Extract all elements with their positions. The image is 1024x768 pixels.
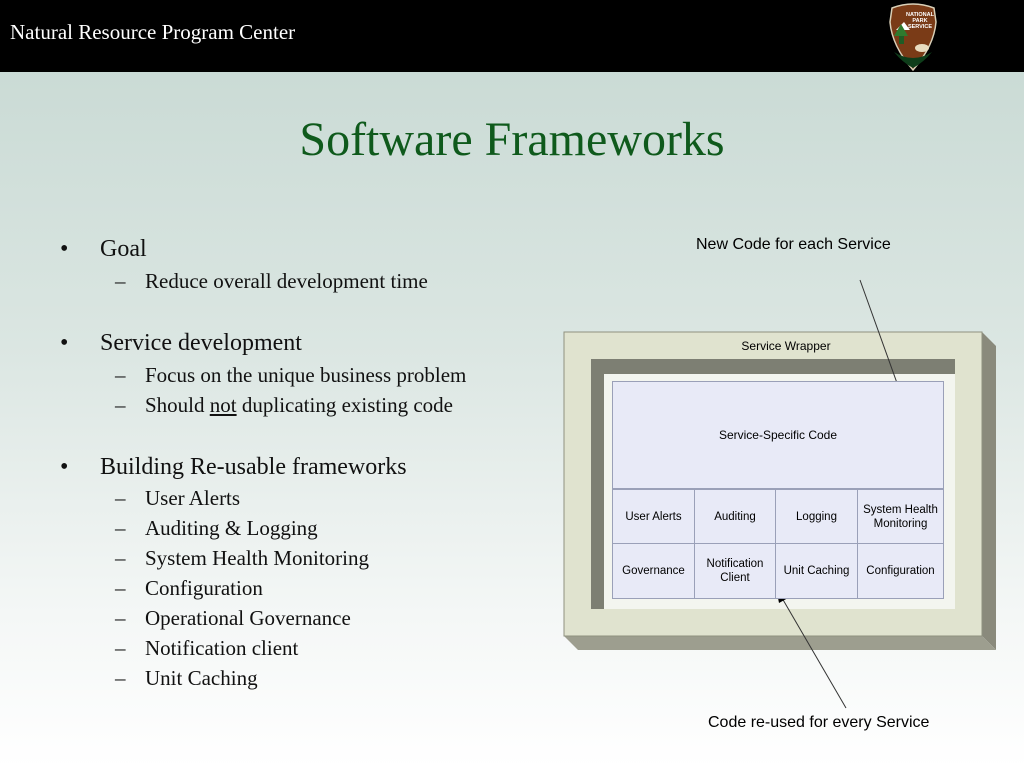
sub-marker: – [115, 516, 126, 540]
sub-marker: – [115, 393, 126, 417]
service-specific-code-box: Service-Specific Code [612, 381, 944, 489]
sub-bullet-text: Configuration [145, 576, 263, 600]
arrow-bottom-line [781, 597, 847, 709]
service-wrapper-label: Service Wrapper [741, 339, 831, 353]
wrapper-right-side [982, 332, 996, 650]
sub-marker: – [115, 636, 126, 660]
sub-bullet-text: Operational Governance [145, 606, 351, 630]
logo-text-line-3: SERVICE [908, 24, 932, 30]
bullet-marker: • [60, 236, 69, 262]
sub-marker: – [115, 486, 126, 510]
sub-bullet-text: Reduce overall development time [145, 269, 428, 293]
bullet-text: Building Re-usable frameworks [100, 454, 407, 480]
sub-marker: – [115, 363, 126, 387]
framework-cell-unit-caching: Unit Caching [775, 543, 858, 599]
sub-marker: – [115, 606, 126, 630]
framework-cell-system-health: System Health Monitoring [857, 489, 944, 544]
sub-marker: – [115, 576, 126, 600]
callout-new-code: New Code for each Service [696, 236, 891, 253]
bullet-text: Service development [100, 330, 302, 356]
framework-cell-notification-client: Notification Client [694, 543, 776, 599]
text-after: duplicating existing code [236, 393, 453, 417]
emphasis-not: not [209, 393, 237, 417]
framework-cell-auditing: Auditing [694, 489, 776, 544]
slide-title: Software Frameworks [299, 113, 725, 166]
sub-marker: – [115, 666, 126, 690]
bullet-marker: • [60, 454, 69, 480]
sub-marker: – [115, 269, 126, 293]
sub-bullet-text: Auditing & Logging [145, 516, 318, 540]
nps-arrowhead-logo: NATIONAL PARK SERVICE [889, 3, 937, 72]
sub-bullet-text: User Alerts [145, 486, 241, 510]
sub-marker: – [115, 546, 126, 570]
bullet-marker: • [60, 330, 69, 356]
header-bar: Natural Resource Program Center NATIONAL… [0, 0, 1024, 72]
bullet-text: Goal [100, 236, 147, 262]
org-name: Natural Resource Program Center [10, 20, 296, 44]
service-specific-label: Service-Specific Code [718, 428, 838, 442]
framework-cell-user-alerts: User Alerts [612, 489, 695, 544]
sub-bullet-text: System Health Monitoring [145, 546, 369, 570]
sub-bullet-text-underlined: Should not duplicating existing code [145, 393, 453, 418]
callout-reused-code: Code re-used for every Service [708, 714, 930, 731]
framework-cell-governance: Governance [612, 543, 695, 599]
wrapper-bottom-side [564, 636, 996, 650]
sub-bullet-text: Notification client [145, 636, 299, 660]
sub-bullet-text: Unit Caching [145, 666, 258, 690]
text-before: Should [145, 393, 210, 417]
logo-text-line-1: NATIONAL [906, 12, 935, 18]
sub-bullet-text: Focus on the unique business problem [145, 363, 467, 387]
logo-text-line-2: PARK [912, 18, 927, 24]
framework-cell-logging: Logging [775, 489, 858, 544]
framework-cell-configuration: Configuration [857, 543, 944, 599]
